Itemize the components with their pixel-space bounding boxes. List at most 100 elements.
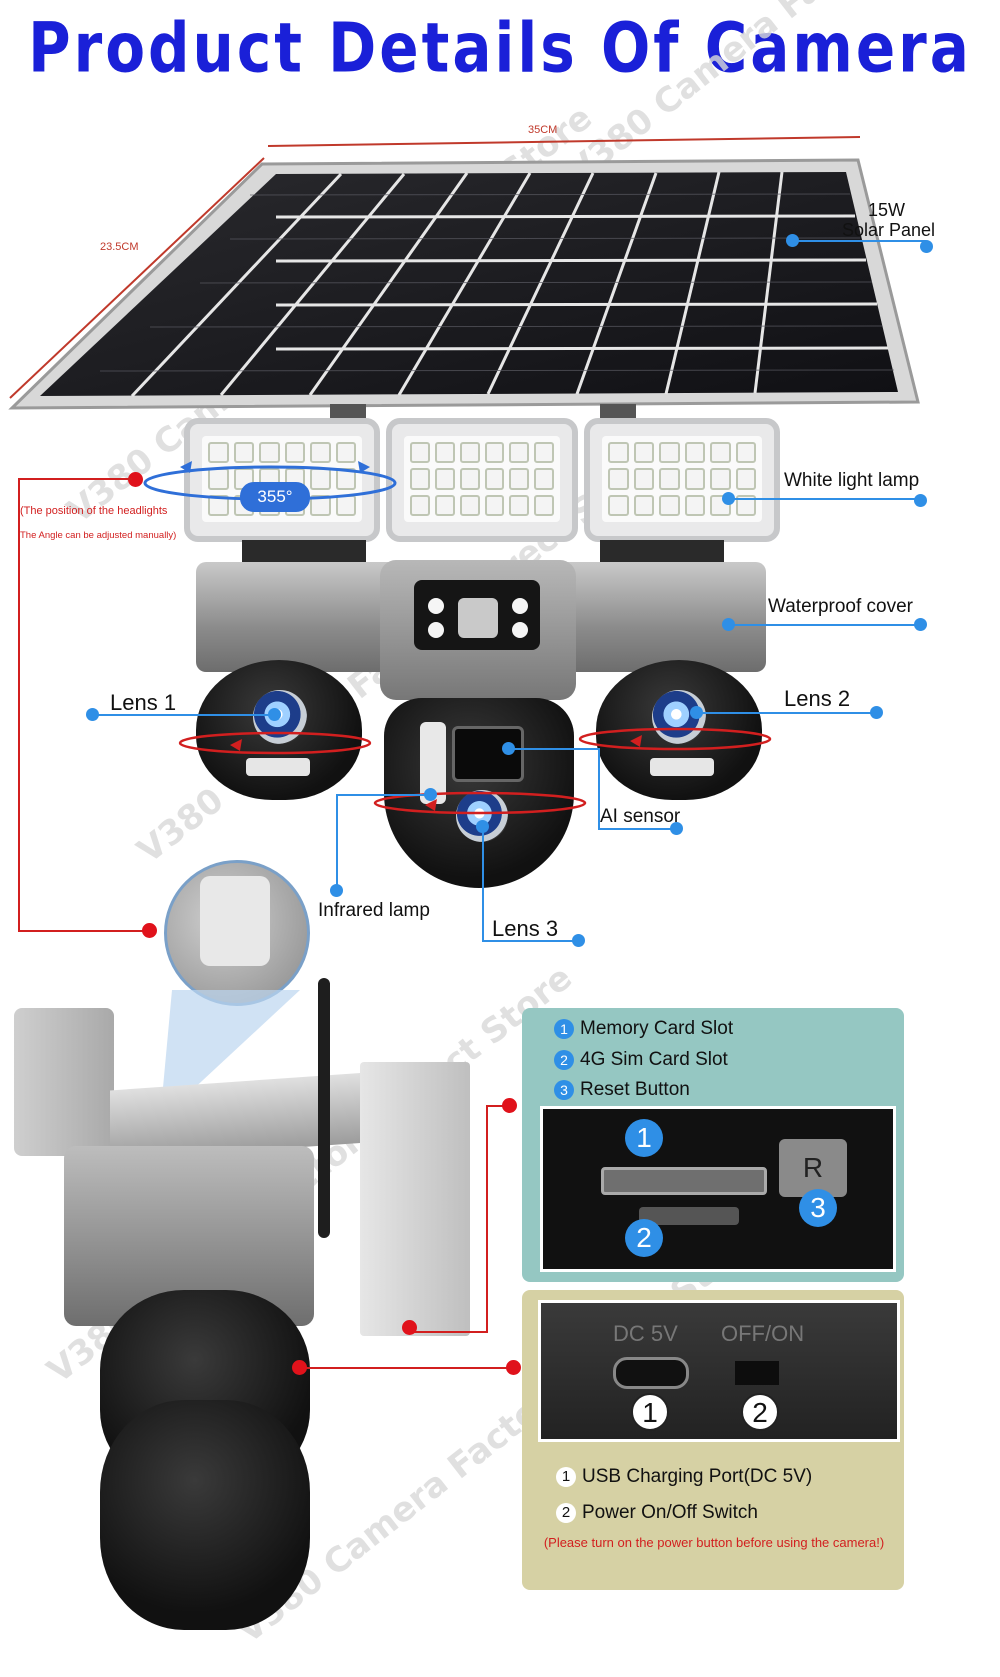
callout-dot (572, 934, 585, 947)
switch-label: OFF/ON (721, 1321, 805, 1346)
red-connector-line (298, 1367, 510, 1369)
led-icon (428, 598, 444, 614)
callout-dot (330, 884, 343, 897)
callout-dot (476, 820, 489, 833)
port-item-usb: 1 USB Charging Port(DC 5V) (556, 1466, 812, 1488)
white-light-lamp-label: White light lamp (784, 470, 920, 491)
number-badge: 3 (554, 1079, 574, 1100)
slot-item-label: Reset Button (580, 1079, 690, 1100)
number-badge: 2 (554, 1049, 574, 1070)
callout-line (508, 748, 600, 750)
sim-card-slot (639, 1207, 739, 1225)
callout-dot (870, 706, 883, 719)
red-connector-line (486, 1105, 488, 1333)
port-item-switch: 2 Power On/Off Switch (556, 1502, 758, 1524)
callout-dot (502, 742, 515, 755)
led-icon (512, 598, 528, 614)
led-icon (428, 622, 444, 638)
connector-dot (292, 1360, 307, 1375)
white-light-lamp-right (584, 418, 780, 542)
headlight-marker-dot (142, 923, 157, 938)
callout-dot (914, 618, 927, 631)
connector-dot (402, 1320, 417, 1335)
red-connector-line (18, 930, 150, 932)
callout-line (336, 794, 338, 890)
number-badge: 2 (556, 1502, 576, 1523)
red-connector-line (486, 1105, 510, 1107)
number-badge: 1 (556, 1466, 576, 1487)
port-item-label: USB Charging Port(DC 5V) (582, 1466, 813, 1487)
slot-item-sim-card: 2 4G Sim Card Slot (554, 1049, 728, 1071)
led-strip (650, 758, 714, 776)
led-strip (246, 758, 310, 776)
solar-panel-label: Solar Panel (842, 220, 936, 240)
callout-dot (786, 234, 799, 247)
power-warning: (Please turn on the power button before … (543, 1535, 885, 1550)
marker-badge: 2 (625, 1219, 663, 1257)
waterproof-cover-label: Waterproof cover (768, 596, 914, 617)
dc-label: DC 5V (613, 1321, 678, 1346)
red-connector-line (408, 1331, 488, 1333)
callout-dot (268, 708, 281, 721)
marker-badge: 3 (799, 1189, 837, 1227)
memory-card-slot (601, 1167, 767, 1195)
headlight-note-line1: (The position of the headlights (20, 505, 168, 517)
power-switch (735, 1361, 779, 1385)
slot-item-reset-button: 3 Reset Button (554, 1079, 690, 1101)
slot-item-label: 4G Sim Card Slot (580, 1049, 728, 1070)
side-dome-lower (100, 1400, 310, 1630)
red-connector-line (18, 478, 132, 480)
slots-photo: R 1 2 3 (540, 1106, 896, 1272)
side-lamp-module (14, 1008, 114, 1156)
callout-line (482, 824, 484, 940)
callout-dot (670, 822, 683, 835)
marker-badge: 2 (741, 1393, 779, 1431)
callout-line (728, 498, 920, 500)
spotlight-icon (458, 598, 498, 638)
callout-line (598, 828, 676, 830)
solar-power-label: 15W (868, 200, 906, 220)
marker-badge: 1 (625, 1119, 663, 1157)
reset-button: R (779, 1139, 847, 1197)
callout-line (598, 748, 600, 828)
antenna-icon (318, 978, 330, 1238)
ai-sensor-label: AI sensor (600, 806, 681, 827)
lens-2-label: Lens 2 (784, 686, 851, 711)
callout-line (696, 712, 876, 714)
port-item-label: Power On/Off Switch (582, 1502, 758, 1523)
lens-1-label: Lens 1 (110, 690, 177, 715)
white-light-lamp-center (386, 418, 578, 542)
infrared-lamp-label: Infrared lamp (318, 900, 430, 921)
callout-dot (424, 788, 437, 801)
usb-c-port (613, 1357, 689, 1389)
lens-3-label: Lens 3 (492, 916, 559, 941)
rotation-arrows-icon (178, 727, 772, 815)
ports-photo: DC 5V OFF/ON 1 2 (538, 1300, 900, 1442)
callout-dot (722, 492, 735, 505)
headlight-marker-dot (128, 472, 143, 487)
solar-bracket (360, 1062, 470, 1336)
callout-dot (86, 708, 99, 721)
headlight-note-line2: The Angle can be adjusted manually) (20, 530, 177, 541)
callout-dot (722, 618, 735, 631)
connector-dot (506, 1360, 521, 1375)
callout-line (336, 794, 430, 796)
page-title: Product Details Of Camera (28, 7, 972, 89)
adjust-knob-icon (200, 876, 270, 966)
height-dimension-label: 23.5CM (100, 241, 139, 253)
callout-line (92, 714, 274, 716)
connector-dot (502, 1098, 517, 1113)
rotation-angle-badge: 355° (240, 482, 310, 512)
callout-dot (920, 240, 933, 253)
ai-sensor-window (452, 726, 524, 782)
slot-item-label: Memory Card Slot (580, 1018, 734, 1039)
width-dimension-label: 35CM (528, 124, 558, 136)
callout-dot (914, 494, 927, 507)
magnified-adjust-knob (164, 860, 310, 1006)
callout-line (728, 624, 920, 626)
led-icon (512, 622, 528, 638)
marker-badge: 1 (631, 1393, 669, 1431)
